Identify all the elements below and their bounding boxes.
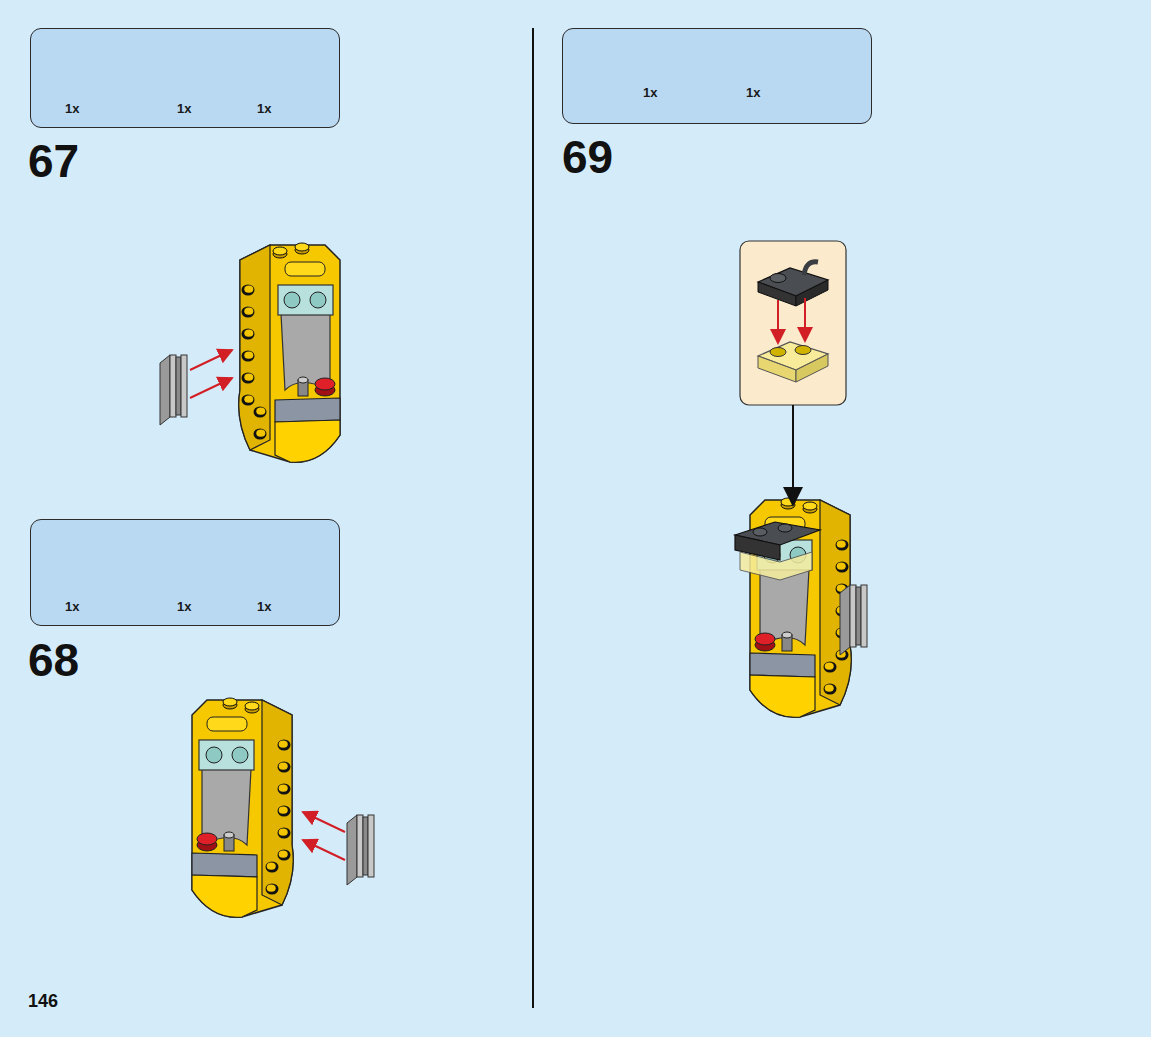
- step-number: 69: [562, 134, 613, 180]
- quantity-label: 1x: [643, 85, 657, 100]
- quantity-label: 1x: [65, 599, 79, 614]
- page-number: 146: [28, 992, 58, 1010]
- parts-callout-box: 1x 1x: [562, 28, 872, 124]
- parts-callout-box: 1x 1x 1x: [30, 519, 340, 626]
- step-number: 68: [28, 637, 79, 683]
- quantity-label: 1x: [65, 101, 79, 116]
- quantity-label: 1x: [746, 85, 760, 100]
- step-number: 67: [28, 138, 79, 184]
- quantity-label: 1x: [257, 599, 271, 614]
- parts-callout-box: 1x 1x 1x: [30, 28, 340, 128]
- quantity-label: 1x: [177, 101, 191, 116]
- quantity-label: 1x: [257, 101, 271, 116]
- quantity-label: 1x: [177, 599, 191, 614]
